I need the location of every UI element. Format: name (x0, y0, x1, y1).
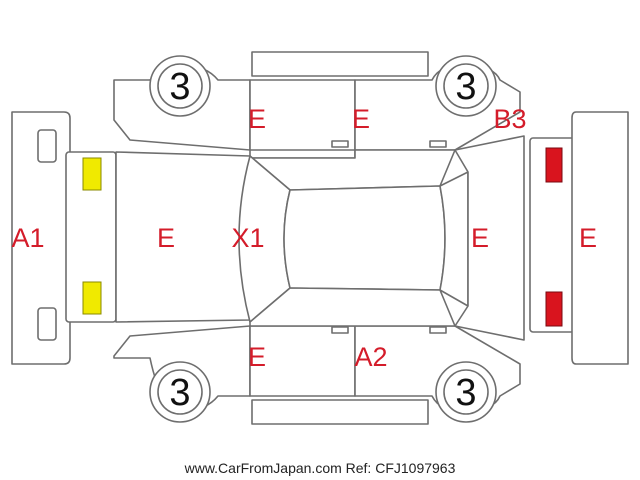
hood (115, 151, 251, 323)
front-bumper (11, 111, 71, 365)
code-rear-door-left: E (352, 104, 370, 134)
code-rear-quarter-left: B3 (493, 104, 526, 134)
tire-rear-left: 3 (149, 361, 211, 423)
code-front-bumper: A1 (11, 223, 44, 253)
trunk (454, 135, 525, 341)
tire-rear-right: 3 (435, 361, 497, 423)
code-hood: E (157, 223, 175, 253)
tire-rear-left-tread: 3 (169, 372, 190, 414)
tire-rear-right-tread: 3 (455, 372, 476, 414)
tire-front-left: 3 (149, 55, 211, 117)
tire-front-right: 3 (435, 55, 497, 117)
code-front-door-right: E (248, 342, 266, 372)
rear-bumper (571, 111, 629, 365)
code-rear-glass: E (471, 223, 489, 253)
tire-front-right-tread: 3 (455, 66, 476, 108)
tire-front-left-tread: 3 (169, 66, 190, 108)
footer-reference: www.CarFromJapan.com Ref: CFJ1097963 (184, 460, 456, 476)
taillight-left-marker (545, 147, 563, 183)
code-rear-bumper: E (579, 223, 597, 253)
headlight-right-marker (82, 281, 102, 315)
roof (283, 185, 446, 291)
code-windshield: X1 (231, 223, 264, 253)
cabin (238, 149, 469, 327)
code-rear-door-right: A2 (354, 342, 387, 372)
headlight-left-marker (82, 157, 102, 191)
rear-lights (529, 137, 575, 333)
rear-glass (439, 171, 469, 307)
code-front-door-left: E (248, 104, 266, 134)
front-lights (65, 151, 117, 323)
taillight-right-marker (545, 291, 563, 327)
